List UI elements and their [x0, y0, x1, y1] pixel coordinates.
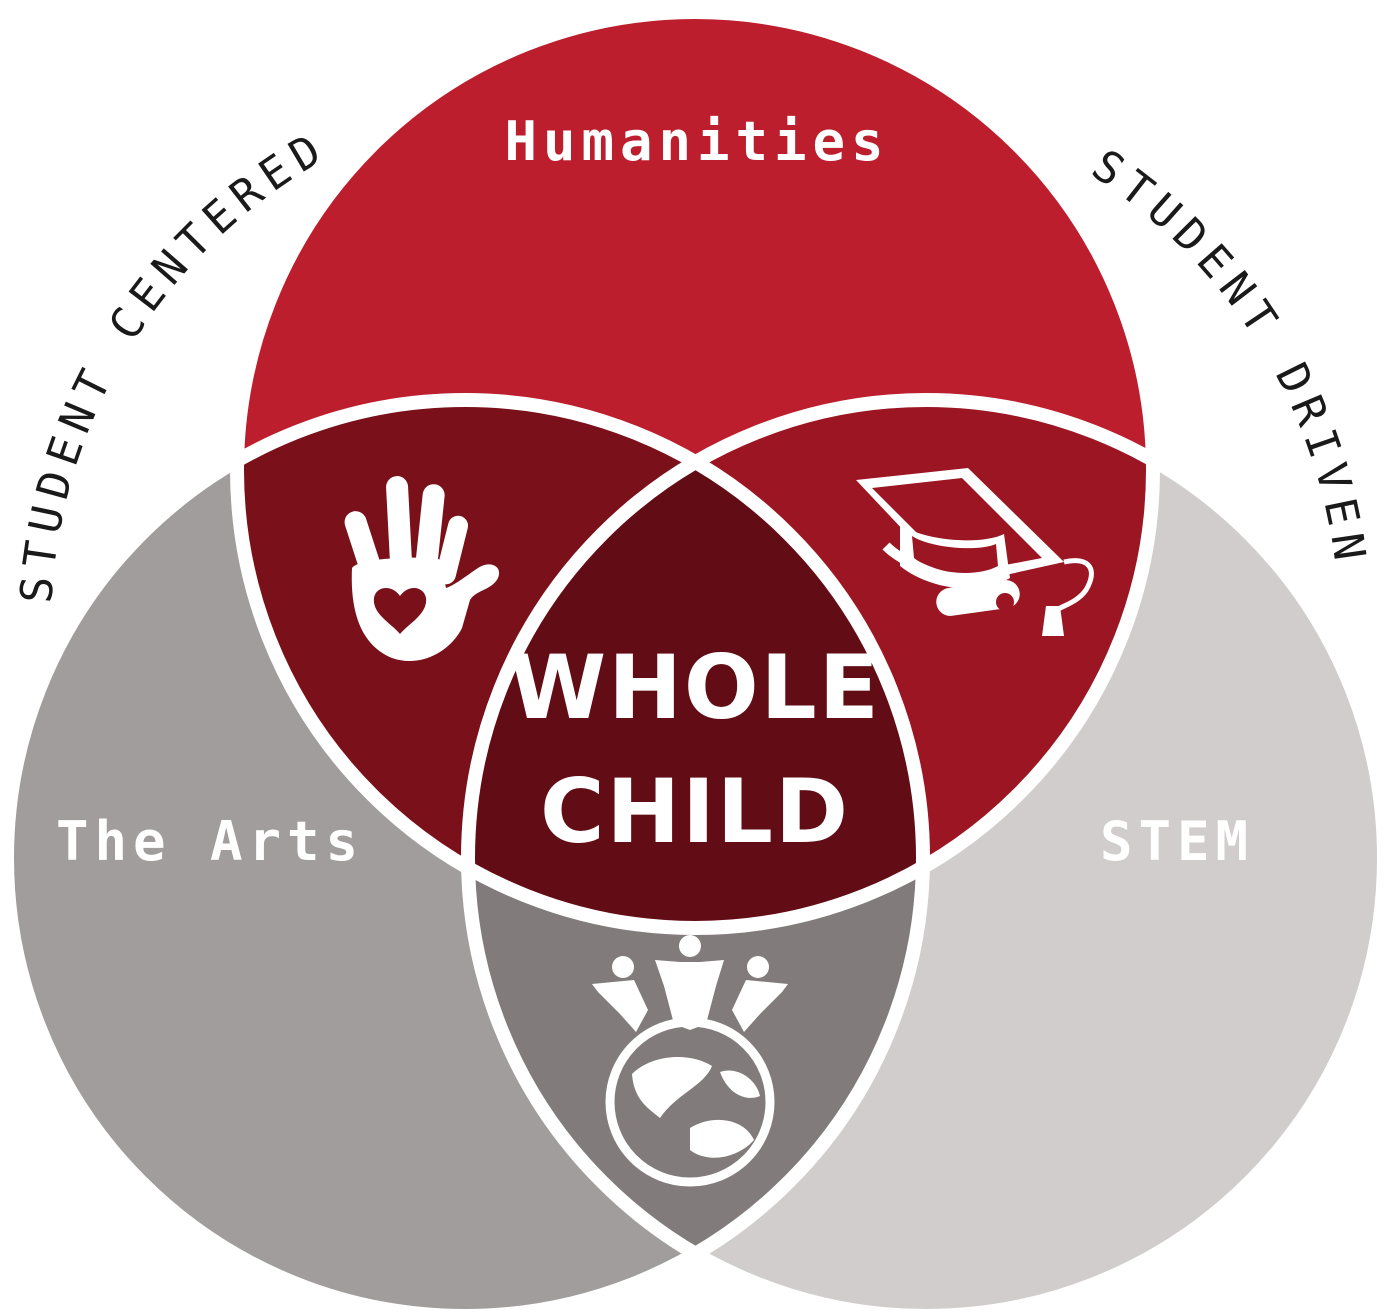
people-on-globe-icon — [592, 935, 788, 1187]
label-child: CHILD — [540, 760, 850, 863]
label-stem: STEM — [1100, 810, 1254, 873]
hand-heart-icon — [344, 476, 500, 662]
circle-outlines — [0, 5, 1389, 1316]
overlap-center — [468, 400, 923, 928]
label-whole: WHOLE — [509, 636, 881, 739]
label-the-arts: The Arts — [56, 810, 364, 873]
label-humanities: Humanities — [504, 110, 889, 173]
graduation-cap-icon — [856, 468, 1094, 636]
